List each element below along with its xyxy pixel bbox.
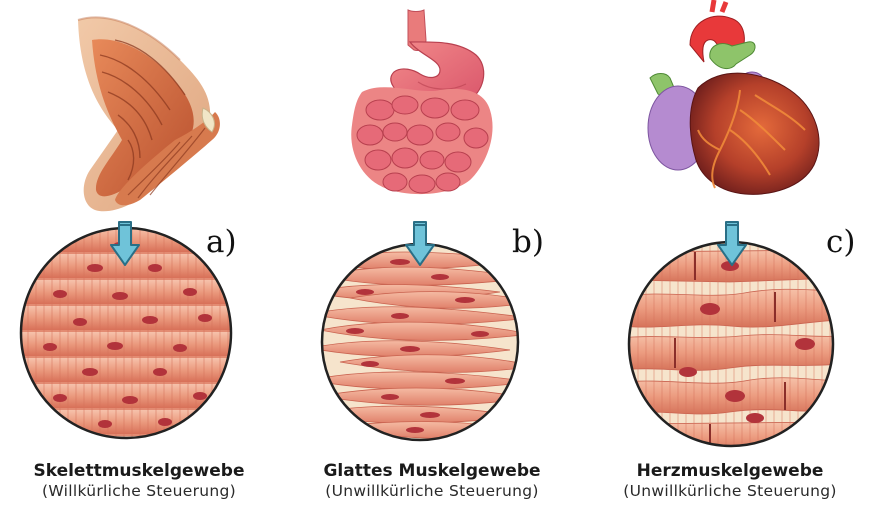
skeletal-muscle-tissue-icon xyxy=(0,210,290,455)
heart-icon xyxy=(580,0,870,225)
caption-subtitle: (Unwillkürliche Steuerung) xyxy=(287,484,577,500)
panel-cardiac-muscle: c) xyxy=(580,0,870,505)
cardiac-muscle-tissue-icon xyxy=(580,210,870,455)
caption-title: Glattes Muskelgewebe xyxy=(287,463,577,480)
panel-skeletal-muscle: a) xyxy=(0,0,290,505)
caption-title: Skelettmuskelgewebe xyxy=(0,463,284,480)
caption-subtitle: (Willkürliche Steuerung) xyxy=(0,484,284,500)
smooth-muscle-tissue-icon xyxy=(290,210,580,455)
stomach-intestine-icon xyxy=(290,0,580,225)
caption-subtitle: (Unwillkürliche Steuerung) xyxy=(585,484,870,500)
arm-muscle-icon xyxy=(0,0,290,225)
panel-smooth-muscle: b) xyxy=(290,0,580,505)
caption-title: Herzmuskelgewebe xyxy=(585,463,870,480)
